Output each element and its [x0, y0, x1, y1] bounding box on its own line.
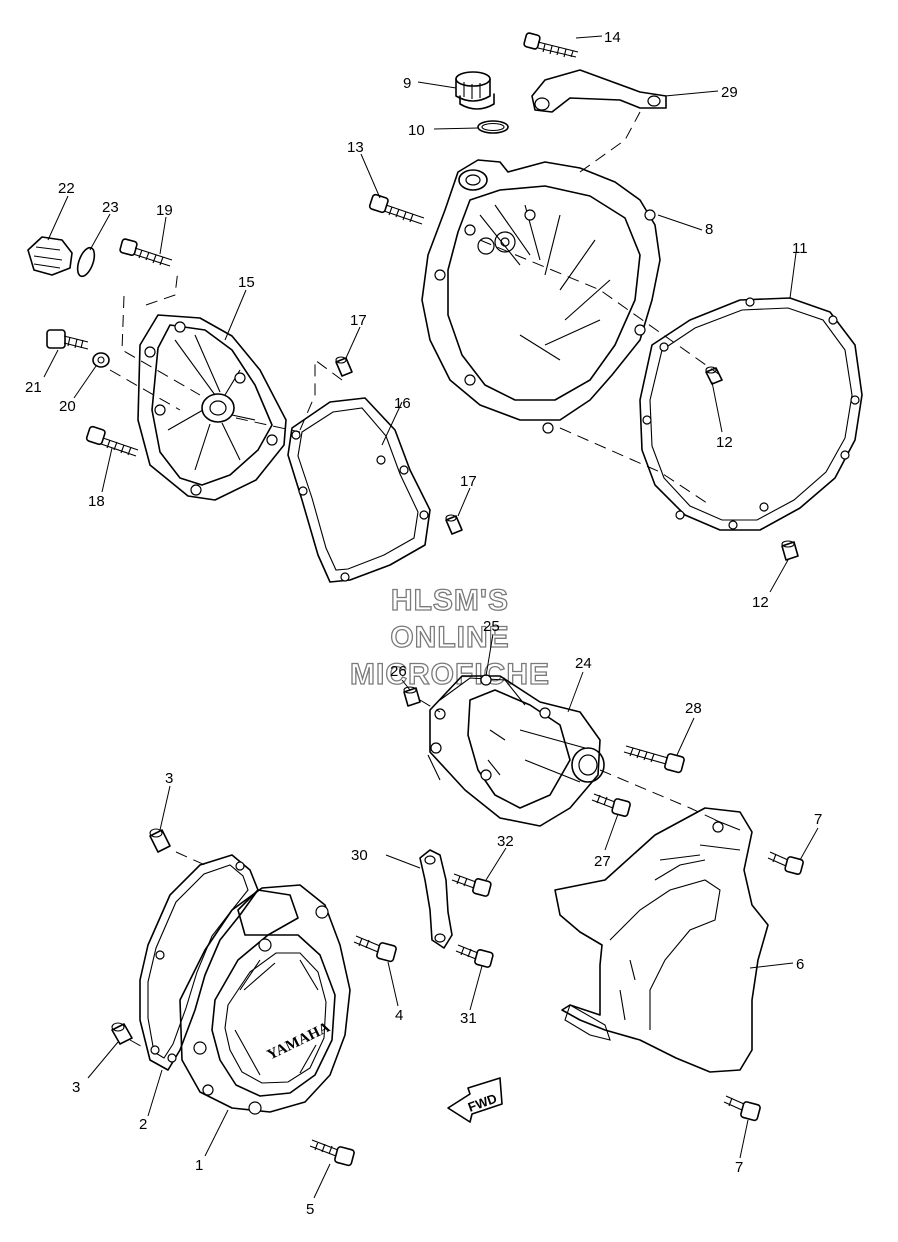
- part-16-gasket: [287, 397, 431, 583]
- part-30-bracket: [419, 849, 453, 949]
- callout-14: 14: [604, 29, 621, 46]
- callout-10: 10: [408, 122, 425, 139]
- part-26-dowel: [403, 686, 421, 707]
- part-17-dowel-upper: [335, 356, 353, 377]
- callout-13: 13: [347, 139, 364, 156]
- part-12-dowel-upper: [705, 366, 723, 385]
- callout-28: 28: [685, 700, 702, 717]
- callout-15: 15: [238, 274, 255, 291]
- callout-21: 21: [25, 379, 42, 396]
- callout-2: 2: [139, 1116, 147, 1133]
- part-31-bolt: [455, 944, 494, 968]
- callout-4: 4: [395, 1007, 403, 1024]
- callout-32: 32: [497, 833, 514, 850]
- part-7-bolt-lower: [723, 1095, 761, 1122]
- part-5-bolt: [309, 1139, 355, 1167]
- callout-27: 27: [594, 853, 611, 870]
- callout-23: 23: [102, 199, 119, 216]
- callout-1: 1: [195, 1157, 203, 1174]
- callout-19: 19: [156, 202, 173, 219]
- callout-8: 8: [705, 221, 713, 238]
- callout-7-lower: 7: [735, 1159, 743, 1176]
- part-21-bolt: [46, 329, 89, 350]
- part-2-gasket: [139, 854, 259, 1071]
- callout-30: 30: [351, 847, 368, 864]
- callout-31: 31: [460, 1010, 477, 1027]
- part-27-bolt: [591, 793, 631, 817]
- callout-17-lower: 17: [460, 473, 477, 490]
- part-8-clutch-cover: [421, 159, 661, 434]
- callout-6: 6: [796, 956, 804, 973]
- part-23-o-ring: [76, 246, 96, 278]
- assembly-lines: [109, 111, 721, 1051]
- callout-17-upper: 17: [350, 312, 367, 329]
- part-1-generator-cover: YAMAHA: [179, 884, 351, 1115]
- callout-16: 16: [394, 395, 411, 412]
- part-3-dowel-lower: [111, 1022, 133, 1045]
- callout-3-lower: 3: [72, 1079, 80, 1096]
- callout-20: 20: [59, 398, 76, 415]
- callout-26: 26: [390, 663, 407, 680]
- callout-29: 29: [721, 84, 738, 101]
- callout-7-upper: 7: [814, 811, 822, 828]
- part-28-bolt: [623, 745, 685, 774]
- part-20-washer: [92, 352, 110, 368]
- callout-24: 24: [575, 655, 592, 672]
- watermark-line-2: ONLINE: [390, 621, 509, 654]
- part-4-bolt: [353, 935, 397, 963]
- watermark-line-1: HLSM'S: [391, 584, 509, 617]
- callout-18: 18: [88, 493, 105, 510]
- watermark: HLSM'S ONLINE MICROFICHE: [349, 583, 550, 691]
- part-11-gasket: [639, 297, 863, 531]
- part-17-dowel-lower: [445, 514, 463, 535]
- callout-25: 25: [483, 618, 500, 635]
- callout-numbers: 14 29 9 10 13 8 11 12 12 22 23 19 15 21 …: [25, 29, 822, 1218]
- callout-12-upper: 12: [716, 434, 733, 451]
- part-24-cover: [429, 674, 605, 827]
- fwd-arrow-icon: FWD: [447, 1077, 503, 1123]
- callout-12-lower: 12: [752, 594, 769, 611]
- callout-9: 9: [403, 75, 411, 92]
- callout-22: 22: [58, 180, 75, 197]
- part-19-bolt: [119, 238, 173, 267]
- leader-lines: [43, 35, 819, 1199]
- part-29-bracket: [531, 69, 667, 113]
- part-13-bolt: [368, 193, 425, 225]
- part-32-bolt: [451, 873, 492, 897]
- part-3-dowel-upper: [149, 828, 171, 853]
- part-10-o-ring: [477, 120, 509, 134]
- part-12-dowel-lower: [781, 540, 799, 561]
- part-7-bolt-upper: [767, 851, 804, 875]
- part-6-cover: [554, 807, 769, 1073]
- callout-11: 11: [792, 240, 808, 257]
- callout-5: 5: [306, 1201, 314, 1218]
- watermark-line-3: MICROFICHE: [350, 658, 550, 691]
- part-18-bolt: [85, 425, 139, 457]
- part-15-cover: [137, 314, 287, 501]
- callout-3-upper: 3: [165, 770, 173, 787]
- part-9-oil-filler-plug: [455, 71, 495, 110]
- part-22-plug: [27, 236, 73, 276]
- part-14-bolt: [523, 32, 579, 58]
